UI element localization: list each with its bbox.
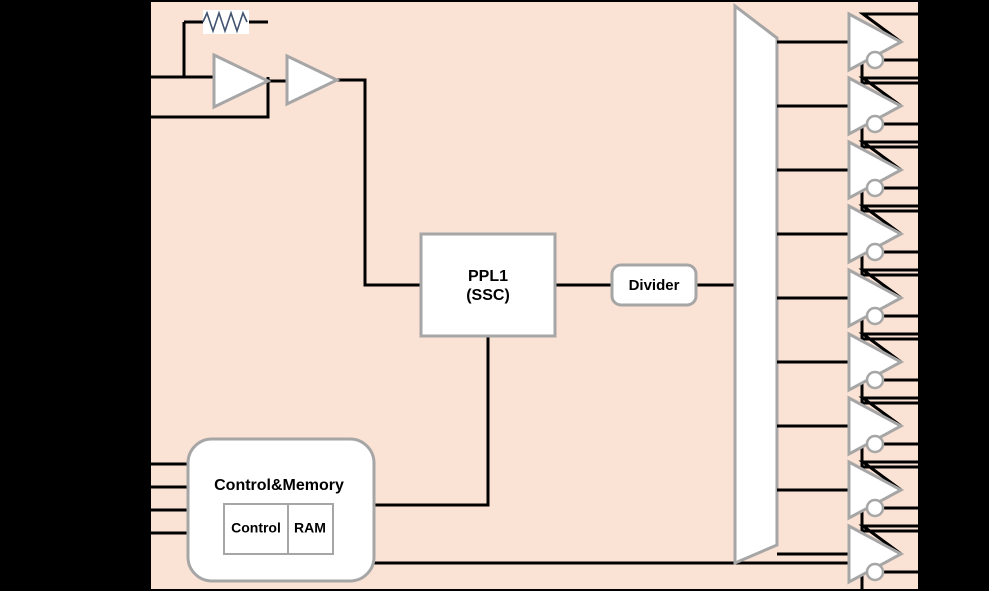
fanout-buffer-block[interactable] bbox=[733, 2, 779, 566]
output-buffer-1-p-wire bbox=[858, 12, 918, 44]
output-buffer-2-inverting-bubble-icon bbox=[865, 114, 885, 134]
output-buffer-8[interactable] bbox=[777, 459, 918, 533]
pll-label-line2: (SSC) bbox=[466, 287, 510, 304]
output-buffer-9-inverting-bubble-icon bbox=[865, 562, 885, 582]
ram-subblock[interactable]: RAM bbox=[287, 503, 334, 555]
output-buffer-7-p-wire bbox=[858, 396, 918, 428]
pll-block[interactable]: PPL1 (SSC) bbox=[419, 232, 557, 338]
control-subblock[interactable]: Control bbox=[223, 503, 289, 555]
output-stage-group bbox=[777, 11, 918, 591]
output-buffer-3[interactable] bbox=[777, 139, 918, 213]
control-subblock-label: Control bbox=[231, 520, 281, 536]
output-buffer-7-inverting-bubble-icon bbox=[865, 434, 885, 454]
output-buffer-5[interactable] bbox=[777, 267, 918, 341]
output-buffer-2-p-wire bbox=[858, 76, 918, 108]
output-buffer-1-inverting-bubble-icon bbox=[865, 50, 885, 70]
output-buffer-4-p-wire bbox=[858, 204, 918, 236]
osc-amplifier-1 bbox=[212, 52, 272, 110]
osc-amplifier-2 bbox=[285, 53, 341, 107]
amp2-to-pll-wire bbox=[337, 78, 421, 287]
output-buffer-5-inverting-bubble-icon bbox=[865, 306, 885, 326]
divider-block[interactable]: Divider bbox=[610, 263, 698, 307]
feedback-resistor bbox=[202, 10, 249, 34]
output-buffer-4-inverting-bubble-icon bbox=[865, 242, 885, 262]
output-buffer-6-p-wire bbox=[858, 332, 918, 364]
output-buffer-7[interactable] bbox=[777, 395, 918, 469]
control-memory-label: Control&Memory bbox=[214, 477, 344, 494]
output-buffer-5-p-wire bbox=[858, 268, 918, 300]
output-buffer-3-inverting-bubble-icon bbox=[865, 178, 885, 198]
output-buffer-2[interactable] bbox=[777, 75, 918, 149]
pll-label-line1: PPL1 bbox=[468, 268, 508, 285]
output-buffer-6-inverting-bubble-icon bbox=[865, 370, 885, 390]
output-buffer-8-p-wire bbox=[858, 460, 918, 492]
divider-label: Divider bbox=[629, 277, 680, 294]
output-buffer-9[interactable] bbox=[777, 523, 918, 591]
output-buffer-8-inverting-bubble-icon bbox=[865, 498, 885, 518]
output-buffer-3-p-wire bbox=[858, 140, 918, 172]
control-memory-block[interactable]: Control&Memory Control RAM bbox=[186, 437, 376, 583]
output-buffer-1[interactable] bbox=[777, 11, 918, 85]
output-buffer-6[interactable] bbox=[777, 331, 918, 405]
pll-to-control-wire bbox=[374, 336, 490, 507]
ram-subblock-label: RAM bbox=[294, 520, 326, 536]
xout-pin-wire bbox=[151, 77, 270, 119]
output-buffer-4[interactable] bbox=[777, 203, 918, 277]
output-buffer-9-p-wire bbox=[858, 524, 918, 556]
